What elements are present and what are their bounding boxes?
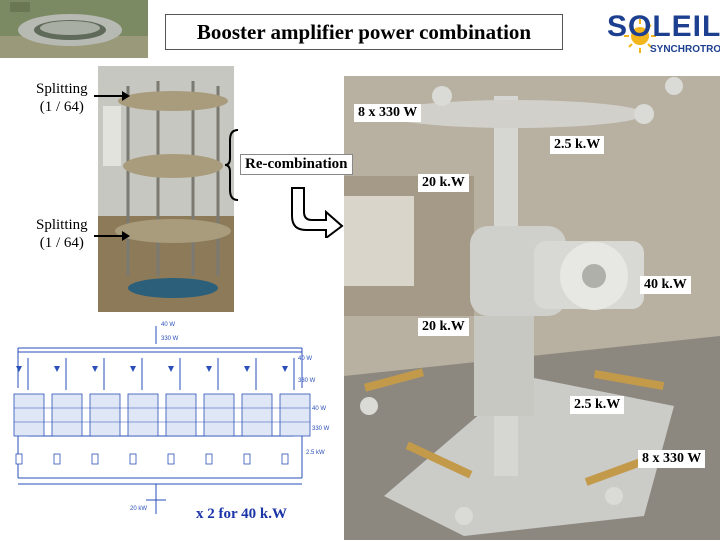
splitter-tower-photo (98, 66, 234, 312)
schematic-top-40w: 40 W (161, 322, 175, 328)
recombination-bracket (224, 129, 239, 201)
synchrotron-aerial-photo (0, 0, 148, 58)
kw-20-top-label: 20 k.W (418, 174, 469, 192)
schematic-right-2-5kw: 2.5 kW (306, 450, 325, 456)
kw-2-5-bottom-label: 2.5 k.W (570, 396, 625, 414)
schematic-right-40w-b: 40 W (312, 406, 326, 412)
logo-wordmark: SOLEIL (607, 10, 720, 43)
splitting-top-arrow (94, 91, 130, 101)
kw-2-5-top-label: 2.5 k.W (550, 136, 605, 154)
schematic-bottom-20kw: 20 kW (130, 506, 147, 512)
recombination-label: Re-combination (240, 154, 353, 175)
kw-40-label: 40 k.W (640, 276, 691, 294)
combiner-schematic: 40 W 330 W 40 W 330 W 40 W 330 W 2.5 kW … (6, 318, 342, 536)
splitting-top-line1: Splitting (36, 81, 88, 97)
splitting-bottom-arrow (94, 231, 130, 241)
recombination-arrow (291, 187, 344, 238)
splitting-bottom-label: Splitting (1 / 64) (36, 216, 88, 252)
amp-bottom-label: 8 x 330 W (638, 450, 706, 468)
schematic-right-40w: 40 W (298, 356, 312, 362)
soleil-logo (624, 19, 656, 53)
schematic-top-330w: 330 W (161, 336, 179, 342)
page-title: Booster amplifier power combination (165, 14, 563, 50)
schematic-right-330w-b: 330 W (312, 426, 330, 432)
kw-20-bottom-label: 20 k.W (418, 318, 469, 336)
amp-top-label: 8 x 330 W (354, 104, 422, 122)
combiner-assembly-photo (344, 76, 720, 540)
schematic-note: x 2 for 40 k.W (196, 506, 287, 522)
splitting-bottom-line2: (1 / 64) (39, 235, 84, 251)
schematic-right-330w-a: 330 W (298, 378, 316, 384)
logo-subtitle: SYNCHROTRON (650, 44, 720, 55)
splitting-top-label: Splitting (1 / 64) (36, 80, 88, 116)
splitting-top-line2: (1 / 64) (39, 99, 84, 115)
splitting-bottom-line1: Splitting (36, 217, 88, 233)
